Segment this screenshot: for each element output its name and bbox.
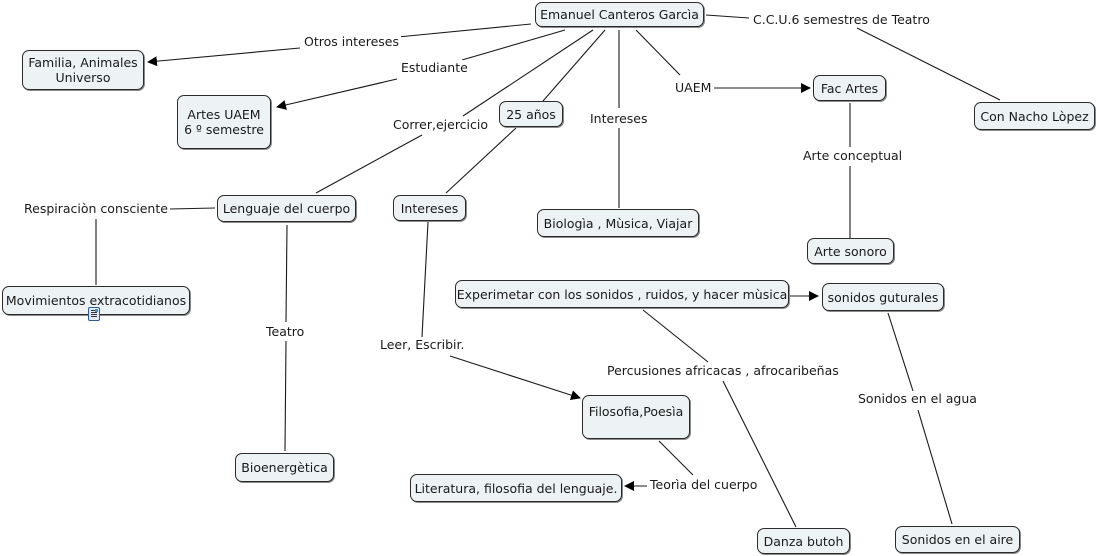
- node-experimentar-label: Experimetar con los sonidos , ruidos, y …: [456, 286, 788, 302]
- edge-ccu-nacho: [856, 27, 1001, 101]
- node-edad[interactable]: 25 años: [499, 101, 563, 127]
- link-leer[interactable]: Leer, Escribir.: [378, 337, 467, 352]
- edge-root-otros: [397, 23, 532, 38]
- link-percusiones[interactable]: Percusiones africacas , afrocaribeñas: [605, 363, 841, 378]
- node-nacho[interactable]: Con Nacho Lòpez: [974, 102, 1095, 130]
- node-intereses-label: Intereses: [400, 200, 459, 216]
- edge-filosofia-teoria: [658, 440, 694, 476]
- edge-percusiones-butoh: [722, 380, 797, 528]
- edge-root-ccu: [705, 14, 750, 19]
- node-root-label: Emanuel Canteros Garcìa: [540, 7, 699, 22]
- link-correr[interactable]: Correr,ejercicio: [391, 117, 491, 132]
- node-arte-sonoro-label: Arte sonoro: [814, 243, 887, 259]
- node-arte-sonoro[interactable]: Arte sonoro: [807, 238, 894, 264]
- node-artes-uaem-line2: 6 º semestre: [184, 122, 264, 137]
- node-experimentar[interactable]: Experimetar con los sonidos , ruidos, y …: [455, 280, 789, 308]
- edge-root-estudiante: [461, 29, 566, 61]
- edge-teatro-bioenergetica: [284, 340, 287, 452]
- document-resource-icon[interactable]: [88, 307, 100, 321]
- edge-estudiante-artes: [276, 78, 398, 110]
- node-nacho-label: Con Nacho Lòpez: [980, 108, 1089, 124]
- node-familia-line2: Universo: [55, 70, 111, 85]
- node-fac-artes-label: Fac Artes: [820, 80, 879, 96]
- node-familia[interactable]: Familia, Animales Universo: [22, 50, 144, 90]
- node-literatura-label: Literatura, filosofia del lenguaje.: [414, 480, 618, 496]
- edge-lenguaje-teatro: [285, 224, 288, 323]
- node-butoh[interactable]: Danza butoh: [757, 528, 850, 554]
- edge-root-edad: [542, 29, 606, 102]
- node-artes-uaem[interactable]: Artes UAEM 6 º semestre: [177, 95, 271, 149]
- edge-root-correr: [462, 29, 594, 117]
- edge-lenguaje-respiracion: [169, 207, 216, 210]
- node-edad-label: 25 años: [506, 106, 556, 122]
- node-artes-uaem-line1: Artes UAEM: [187, 107, 261, 122]
- link-respiracion[interactable]: Respiraciòn consciente: [22, 201, 170, 216]
- node-filosofia[interactable]: Filosofia,Poesìa: [582, 395, 690, 439]
- link-intereses[interactable]: Intereses: [588, 111, 650, 126]
- node-biologia[interactable]: Biologìa , Mùsica, Viajar: [537, 209, 699, 237]
- edge-agua-aire: [917, 409, 953, 525]
- node-guturales[interactable]: sonidos guturales: [822, 283, 944, 311]
- node-fac-artes[interactable]: Fac Artes: [813, 75, 886, 101]
- node-movimientos-label: Movimientos extracotidianos: [5, 293, 187, 308]
- node-familia-line1: Familia, Animales: [28, 55, 138, 70]
- edge-guturales-agua: [887, 312, 914, 392]
- edge-leer-filosofia: [449, 355, 581, 400]
- node-root[interactable]: Emanuel Canteros Garcìa: [535, 2, 704, 27]
- node-biologia-label: Biologìa , Mùsica, Viajar: [543, 215, 693, 231]
- link-ccu[interactable]: C.C.U.6 semestres de Teatro: [751, 12, 932, 27]
- node-butoh-label: Danza butoh: [763, 533, 844, 549]
- node-bioenergetica[interactable]: Bioenergètica: [235, 453, 334, 482]
- link-uaem[interactable]: UAEM: [673, 80, 714, 95]
- link-agua[interactable]: Sonidos en el agua: [856, 391, 979, 406]
- node-aire-label: Sonidos en el aire: [901, 532, 1014, 547]
- node-guturales-label: sonidos guturales: [827, 289, 939, 305]
- link-estudiante[interactable]: Estudiante: [399, 60, 470, 75]
- node-filosofia-label: Filosofia,Poesìa: [588, 404, 684, 419]
- node-bioenergetica-label: Bioenergètica: [241, 460, 328, 475]
- link-otros-intereses[interactable]: Otros intereses: [302, 34, 401, 49]
- edge-otros-familia: [147, 47, 301, 67]
- link-arte-conceptual[interactable]: Arte conceptual: [801, 148, 905, 163]
- edge-edad-intereses: [445, 127, 517, 194]
- node-literatura[interactable]: Literatura, filosofia del lenguaje.: [410, 474, 622, 502]
- node-lenguaje-cuerpo[interactable]: Lenguaje del cuerpo: [217, 195, 356, 222]
- edge-intereses-leer: [421, 221, 429, 338]
- edge-correr-lenguaje: [315, 134, 423, 194]
- edge-experimentar-percusiones: [642, 309, 709, 363]
- node-intereses[interactable]: Intereses: [393, 195, 466, 221]
- link-teatro[interactable]: Teatro: [264, 324, 307, 339]
- node-lenguaje-cuerpo-label: Lenguaje del cuerpo: [222, 201, 351, 216]
- node-aire[interactable]: Sonidos en el aire: [895, 526, 1020, 553]
- edge-root-uaem: [635, 29, 681, 76]
- link-teoria[interactable]: Teorìa del cuerpo: [648, 477, 760, 492]
